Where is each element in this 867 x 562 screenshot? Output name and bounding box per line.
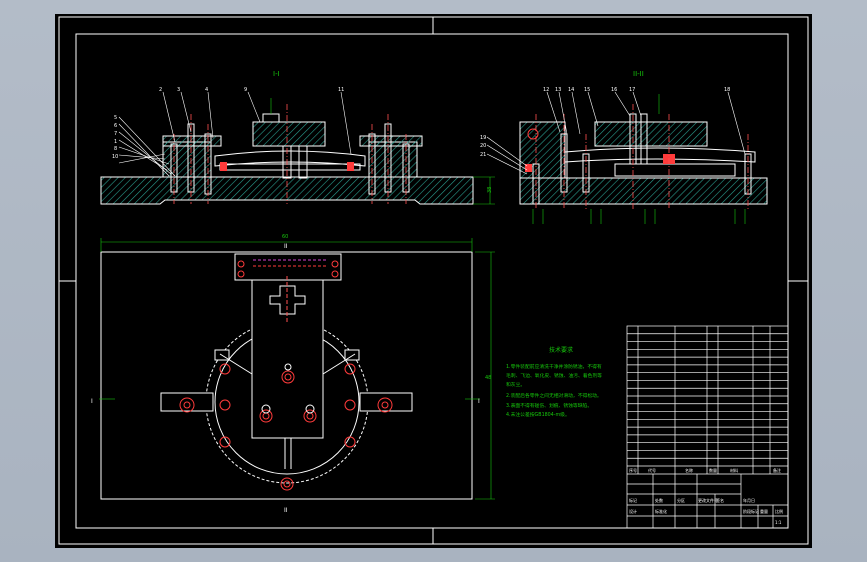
technical-requirements: 技术要求 1.零件装配前应清洗干净并涂防锈油，不得有 毛刺、飞边、氧化皮、锈蚀、… <box>506 346 602 418</box>
tech-line-6: 4.未注公差按GB1804-m级。 <box>506 411 570 418</box>
callout-21: 21 <box>480 152 486 158</box>
plan-base <box>100 251 473 500</box>
sign-date: 年月日 <box>743 497 755 503</box>
callout-11: 11 <box>338 87 344 93</box>
header-code: 代号 <box>648 467 656 473</box>
sheet-frame <box>58 16 809 545</box>
callout-2: 2 <box>159 87 162 93</box>
label-stage: 阶段标记 <box>743 508 759 514</box>
callout-9: 9 <box>244 87 247 93</box>
callout-12: 12 <box>543 87 549 93</box>
view-a-label: I-I <box>273 70 280 78</box>
section-mark-bottom: II <box>284 507 288 514</box>
left-support <box>162 141 212 178</box>
tech-line-1: 1.零件装配前应清洗干净并涂防锈油，不得有 <box>506 363 602 370</box>
cad-viewport[interactable]: I-I <box>55 14 812 548</box>
assembly-drawing: I-I <box>58 16 809 545</box>
left-red-insert <box>220 162 227 171</box>
side-dim: 38 <box>487 187 493 193</box>
section-mark-right: I <box>478 398 480 405</box>
callout-8: 8 <box>114 146 117 152</box>
top-dim: 60 <box>282 234 288 240</box>
title-block <box>626 325 789 529</box>
callout-7: 7 <box>114 131 117 137</box>
tech-line-3: 和灰尘。 <box>506 381 525 388</box>
sign-signature: 签名 <box>716 497 724 503</box>
sign-mark: 标记 <box>629 497 637 503</box>
label-scale: 比例 <box>775 508 783 514</box>
tech-title: 技术要求 <box>549 346 573 354</box>
side-section-view: II-II 1 <box>480 70 768 224</box>
plan-view: 60 48 I I II II <box>91 234 495 514</box>
front-section-view: I-I <box>100 70 495 205</box>
center-block <box>252 121 326 147</box>
callout-1: 1 <box>114 139 117 145</box>
label-weight: 重量 <box>760 508 768 514</box>
header-material: 材料 <box>730 467 738 473</box>
sign-zone: 分区 <box>677 497 685 503</box>
callout-3: 3 <box>177 87 180 93</box>
sign-count: 处数 <box>655 497 663 503</box>
label-standard: 标准化 <box>655 508 667 514</box>
sign-change: 更改文件号 <box>698 497 718 503</box>
header-index: 序号 <box>629 467 637 473</box>
callout-17: 17 <box>629 87 635 93</box>
view-b-label: II-II <box>633 70 644 78</box>
section-mark-top: II <box>284 243 288 250</box>
header-name: 名称 <box>685 467 693 473</box>
callout-16: 16 <box>611 87 617 93</box>
callout-19: 19 <box>480 135 486 141</box>
callout-18: 18 <box>724 87 730 93</box>
callout-5: 5 <box>114 115 117 121</box>
callout-14: 14 <box>568 87 574 93</box>
callout-6: 6 <box>114 123 117 129</box>
section-mark-left: I <box>91 398 93 405</box>
header-note: 备注 <box>773 467 781 473</box>
tech-line-2: 毛刺、飞边、氧化皮、锈蚀、油污、着色剂等 <box>506 372 602 379</box>
callout-10: 10 <box>112 154 118 160</box>
right-red-insert <box>347 162 354 171</box>
scale-value: 1:1 <box>775 520 782 525</box>
callout-20: 20 <box>480 143 486 149</box>
callout-4: 4 <box>205 87 208 93</box>
label-design: 设计 <box>629 508 637 514</box>
right-base-plate <box>519 177 768 205</box>
callout-13: 13 <box>555 87 561 93</box>
right-dim: 48 <box>485 375 491 381</box>
right-support <box>368 141 418 178</box>
tech-line-5: 3.表面不得有碰伤、划痕、锈蚀等缺陷。 <box>506 402 592 409</box>
header-qty: 数量 <box>709 467 717 473</box>
tech-line-4: 2.装配后各零件之间无相对滑动，不得松动。 <box>506 392 602 399</box>
callout-15: 15 <box>584 87 590 93</box>
